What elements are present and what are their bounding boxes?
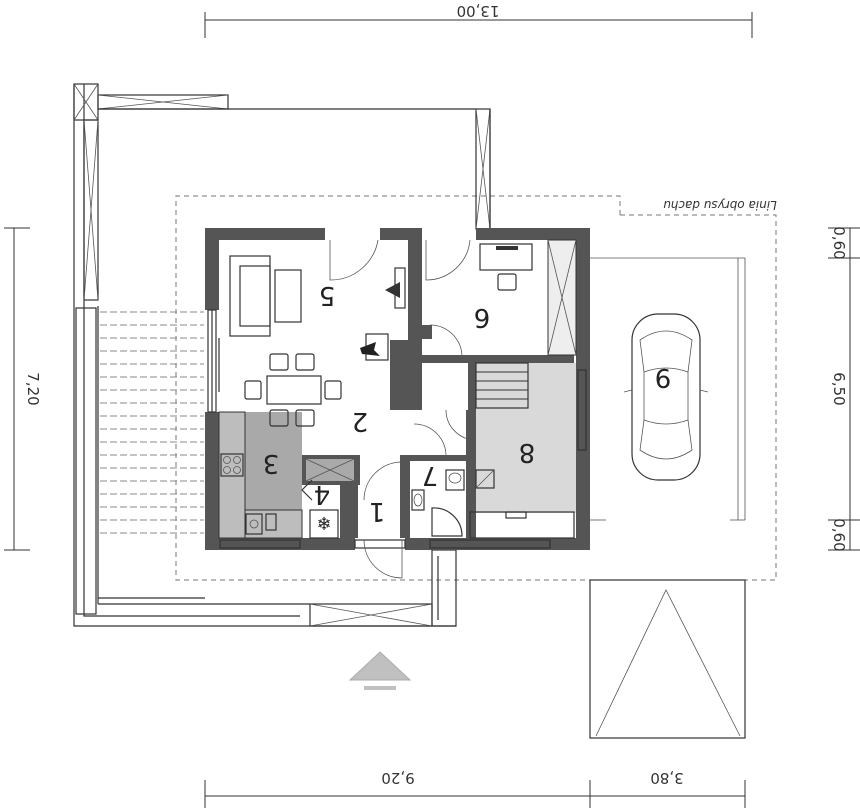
wall-bath-top [408,455,472,461]
room-label-6: 6 [474,302,491,332]
stove [220,453,244,477]
entrance-arrow-icon [348,651,412,690]
wall-bottom-left [205,538,355,550]
room-label-1: 1 [369,496,386,526]
sink [245,513,263,535]
wall-top-right [476,228,590,240]
kitchen-fixtures: ❄ [218,411,339,539]
dimension-right-middle: 6,50 [830,372,848,405]
wall-stub [420,325,432,339]
right-dimension: 0,60 6,50 0,60 [828,226,860,552]
wall-top-left [205,228,325,240]
wall-stairs-side [468,363,476,413]
staircase [475,362,529,409]
wall-top-middle [380,228,422,240]
room-label-3: 3 [263,448,280,478]
dimension-right-bottom: 0,60 [830,518,848,551]
car-icon [623,313,709,481]
wall-bottom-right [405,538,590,550]
pergola-frame [73,83,491,627]
left-dimension: 7,20 [4,227,42,551]
room-label-9: 9 [655,362,672,392]
room-label-7: 7 [422,460,439,490]
room-label-4: 4 [314,479,331,509]
windows [207,309,587,549]
sofa [229,255,271,337]
top-dimension: 13,00 [204,2,753,38]
chimney-block [390,340,422,410]
bathroom-fixtures [411,469,465,537]
wall-bedroom-bottom [422,355,574,363]
room-label-5: 5 [319,280,336,310]
dining-set [244,353,342,427]
desk [479,243,533,271]
washbasin [411,489,425,511]
dimension-top-total: 13,00 [457,2,500,20]
dining-table [266,375,322,405]
wall-left-upper [205,228,219,310]
dimension-bottom-right: 3,80 [650,769,683,787]
wall-left-lower [205,412,219,550]
pantry-arrow-icon [301,479,313,501]
bottom-dimension: 9,20 3,80 [204,769,746,808]
carport [589,257,746,739]
dimension-left-side: 7,20 [24,372,42,405]
room-labels: 1 2 3 4 5 6 7 8 9 [263,280,672,526]
shower [431,507,463,537]
coffee-table [274,269,302,323]
toilet [445,469,465,491]
room-label-8: 8 [519,437,536,467]
driveway [589,579,746,739]
room-label-2: 2 [352,406,369,436]
wall-vestibule [400,455,410,538]
snowflake-icon: ❄ [316,514,331,535]
bedroom-furniture [479,243,533,291]
doors [329,239,477,579]
wall-bath-utility [466,410,476,538]
wall-hall-lower [340,468,358,538]
terrace-decking [100,311,204,534]
dimension-right-top: 0,60 [830,226,848,259]
roof-outline: Linia obrysu dachu [175,195,777,581]
fridge [309,509,339,539]
wall-right [576,228,590,550]
living-room-furniture [229,255,406,361]
desk-chair [497,273,517,291]
utility-fixtures [469,469,575,539]
wall-living-bedroom [408,240,422,340]
roof-line-label: Linia obrysu dachu [663,198,777,212]
dimension-bottom-left: 9,20 [381,769,414,787]
